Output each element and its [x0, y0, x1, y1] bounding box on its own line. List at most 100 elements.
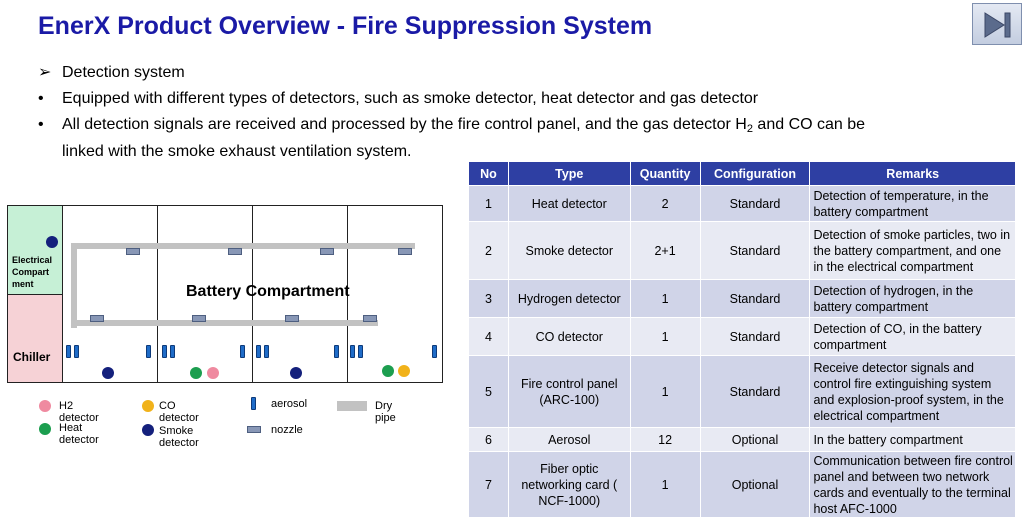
- nozzle: [285, 315, 299, 322]
- dry-pipe: [71, 243, 77, 328]
- aerosol: [74, 345, 79, 358]
- cell-remarks: Detection of smoke particles, two in the…: [809, 221, 1016, 280]
- cell-quantity: 1: [629, 451, 701, 518]
- aerosol: [66, 345, 71, 358]
- column-header: Quantity: [629, 161, 701, 186]
- bullet-item: • All detection signals are received and…: [38, 112, 978, 165]
- aerosol: [358, 345, 363, 358]
- cell-type: Fire control panel (ARC-100): [507, 355, 631, 428]
- cell-no: 7: [468, 451, 509, 518]
- bullet-text: Equipped with different types of detecto…: [62, 90, 759, 107]
- cell-configuration: Standard: [699, 279, 811, 318]
- cell-type: Heat detector: [507, 185, 631, 222]
- heat-detector: [190, 367, 202, 379]
- smoke-detector-icon: [142, 424, 154, 436]
- bullet-text-part: All detection signals are received and p…: [62, 116, 747, 133]
- table-row: 6 Aerosol 12 Optional In the battery com…: [468, 427, 1016, 452]
- heat-detector-icon: [39, 423, 51, 435]
- nozzle: [228, 248, 242, 255]
- legend-label: aerosol: [271, 398, 308, 410]
- column-header: Remarks: [809, 161, 1016, 186]
- h2-detector: [207, 367, 219, 379]
- aerosol: [170, 345, 175, 358]
- cell-quantity: 1: [629, 279, 701, 318]
- cell-no: 4: [468, 317, 509, 356]
- table-row: 4 CO detector 1 Standard Detection of CO…: [468, 317, 1016, 356]
- table-row: 3 Hydrogen detector 1 Standard Detection…: [468, 279, 1016, 318]
- table-row: 7 Fiber optic networking card ( NCF-1000…: [468, 451, 1016, 518]
- smoke-detector: [290, 367, 302, 379]
- cell-quantity: 12: [629, 427, 701, 452]
- bay-divider: [252, 206, 253, 382]
- cell-quantity: 2+1: [629, 221, 701, 280]
- aerosol: [162, 345, 167, 358]
- cell-type: Smoke detector: [507, 221, 631, 280]
- aerosol: [146, 345, 151, 358]
- nozzle: [126, 248, 140, 255]
- cell-remarks: Communication between fire control panel…: [809, 451, 1016, 518]
- cell-configuration: Optional: [699, 451, 811, 518]
- cell-configuration: Optional: [699, 427, 811, 452]
- legend-label: H2 detector: [59, 400, 99, 424]
- electrical-label-line: ment: [12, 279, 34, 289]
- cell-no: 1: [468, 185, 509, 222]
- cell-remarks: Receive detector signals and control fir…: [809, 355, 1016, 428]
- legend-label: Heat detector: [59, 422, 99, 446]
- aerosol: [264, 345, 269, 358]
- cell-configuration: Standard: [699, 317, 811, 356]
- cell-no: 5: [468, 355, 509, 428]
- cell-remarks: In the battery compartment: [809, 427, 1016, 452]
- h2-detector-icon: [39, 400, 51, 412]
- electrical-label: Electrical Compart ment: [12, 254, 52, 290]
- compartment-diagram: Electrical Compart ment Chiller Battery …: [7, 205, 443, 383]
- cell-type: Hydrogen detector: [507, 279, 631, 318]
- cell-configuration: Standard: [699, 221, 811, 280]
- bullet-continuation: linked with the smoke exhaust ventilatio…: [62, 143, 412, 160]
- electrical-compartment: Electrical Compart ment: [8, 206, 63, 295]
- cell-type: CO detector: [507, 317, 631, 356]
- cell-type: Fiber optic networking card ( NCF-1000): [507, 451, 631, 518]
- bullet-item: ➢ Detection system: [38, 60, 978, 86]
- cell-remarks: Detection of temperature, in the battery…: [809, 185, 1016, 222]
- table-row: 2 Smoke detector 2+1 Standard Detection …: [468, 221, 1016, 280]
- legend-label: Smoke detector: [159, 425, 199, 449]
- cell-configuration: Standard: [699, 185, 811, 222]
- nozzle-icon: [247, 426, 261, 433]
- dry-pipe: [71, 320, 378, 326]
- cell-no: 3: [468, 279, 509, 318]
- detector-spec-table: No Type Quantity Configuration Remarks 1…: [468, 161, 1016, 518]
- cell-remarks: Detection of hydrogen, in the battery co…: [809, 279, 1016, 318]
- dot-bullet-icon: •: [38, 116, 44, 133]
- nozzle: [363, 315, 377, 322]
- cell-no: 6: [468, 427, 509, 452]
- smoke-detector: [46, 236, 58, 248]
- nozzle: [398, 248, 412, 255]
- subscript: 2: [746, 123, 753, 135]
- cell-no: 2: [468, 221, 509, 280]
- battery-compartment-label: Battery Compartment: [186, 283, 350, 300]
- legend-label: CO detector: [159, 400, 199, 424]
- chiller-label: Chiller: [13, 350, 51, 364]
- aerosol: [334, 345, 339, 358]
- co-detector-icon: [142, 400, 154, 412]
- bullet-text-part: and CO can be: [752, 116, 866, 133]
- arrow-bullet-icon: ➢: [38, 64, 52, 81]
- bullet-text: Detection system: [62, 64, 185, 81]
- column-header: Type: [507, 161, 631, 186]
- column-header: No: [468, 161, 509, 186]
- table-header-row: No Type Quantity Configuration Remarks: [468, 161, 1016, 186]
- legend-label: Dry pipe: [375, 400, 396, 424]
- dry-pipe-icon: [337, 401, 367, 411]
- aerosol: [256, 345, 261, 358]
- electrical-label-line: Compart: [12, 267, 50, 277]
- column-header: Configuration: [699, 161, 811, 186]
- aerosol: [350, 345, 355, 358]
- next-slide-button[interactable]: [972, 3, 1022, 45]
- cell-quantity: 1: [629, 355, 701, 428]
- nozzle: [192, 315, 206, 322]
- legend-label: nozzle: [271, 424, 303, 436]
- nozzle: [320, 248, 334, 255]
- cell-quantity: 1: [629, 317, 701, 356]
- cell-configuration: Standard: [699, 355, 811, 428]
- heat-detector: [382, 365, 394, 377]
